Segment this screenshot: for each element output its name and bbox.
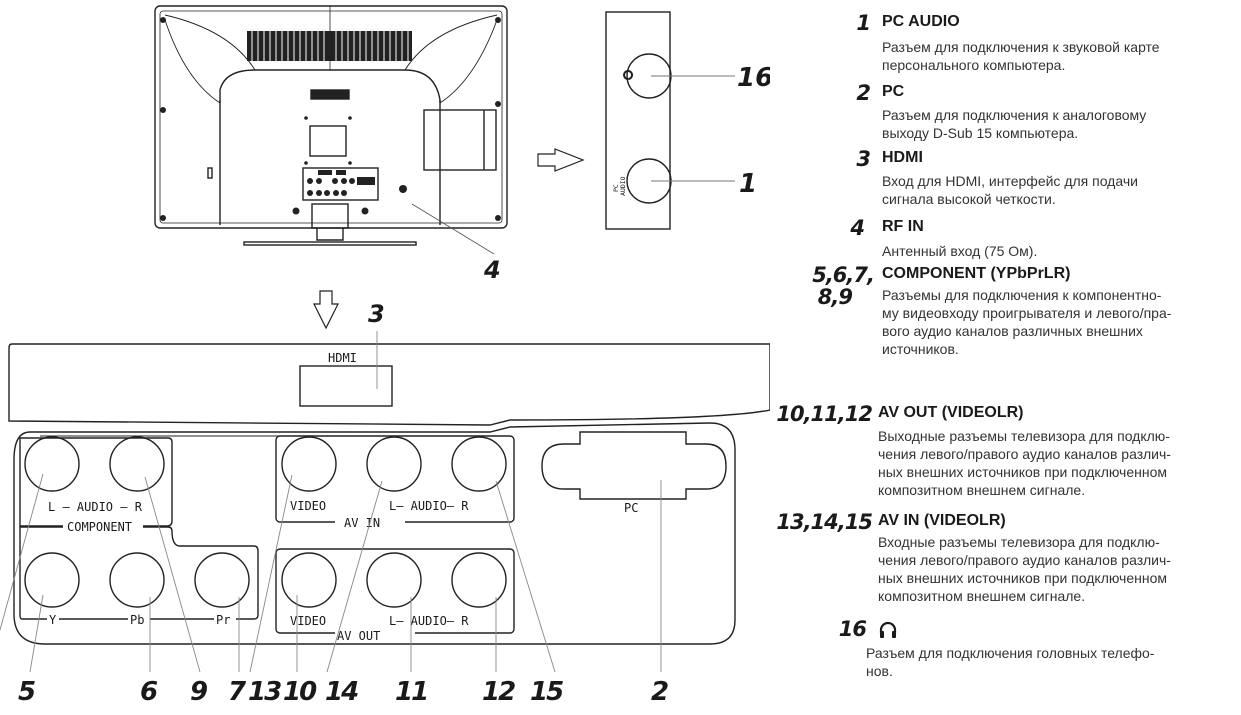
av-out-label: AV OUT — [337, 629, 380, 643]
desc-line: Разъемы для подключения к компонентно- — [882, 287, 1162, 303]
legend-description: Разъем для подключения головных телефо- … — [866, 644, 1226, 680]
legend-number: 3 — [856, 147, 871, 171]
desc-line: композитном внешнем сигнале. — [878, 588, 1086, 604]
callout-5: 5 — [18, 677, 36, 707]
component-label: COMPONENT — [67, 520, 132, 534]
leader-lines — [0, 473, 662, 673]
av-out-audio-label: L— AUDIO— R — [389, 614, 469, 628]
legend-description: Разъем для подключения к аналоговому вых… — [882, 106, 1232, 142]
desc-line: чения левого/правого аудио каналов разли… — [878, 446, 1171, 462]
hdmi-label: HDMI — [328, 351, 357, 365]
callout-13: 13 — [248, 677, 281, 707]
callout-6: 6 — [140, 677, 158, 707]
desc-line: Разъем для подключения к аналоговому — [882, 107, 1147, 123]
legend-title: RF IN — [882, 218, 924, 235]
callout-15: 15 — [530, 677, 563, 707]
callout-9: 9 — [190, 677, 208, 707]
legend-number: 1 — [856, 11, 871, 35]
legend-number-cont: 8,9 — [817, 285, 853, 309]
connector-panel — [13, 422, 736, 645]
legend-description: Разъем для подключения к звуковой карте … — [882, 38, 1232, 74]
pc-audio-label-2: AUDIO — [619, 176, 627, 196]
callout-11: 11 — [395, 677, 427, 707]
component-y-label: Y — [49, 613, 57, 627]
legend-number: 10,11,12 — [776, 402, 873, 426]
desc-line: нов. — [866, 663, 893, 679]
legend-number: 4 — [850, 216, 865, 240]
callout-pc-audio: 1 — [739, 169, 757, 199]
legend-title: PC AUDIO — [882, 13, 960, 30]
callout-12: 12 — [482, 677, 515, 707]
arrow-down-icon — [313, 290, 339, 330]
pc-vga-port — [541, 431, 727, 500]
headphones-icon — [879, 621, 897, 638]
callout-2: 2 — [651, 677, 669, 707]
callout-14: 14 — [325, 677, 358, 707]
legend-title: COMPONENT (YPbPrLR) — [882, 265, 1071, 282]
pc-label: PC — [624, 501, 638, 515]
av-in-video-label: VIDEO — [290, 499, 326, 513]
legend-title: HDMI — [882, 149, 923, 166]
av-out-video-label: VIDEO — [290, 614, 326, 628]
legend-description: Вход для HDMI, интерфейс для подачи сигн… — [882, 172, 1232, 208]
hdmi-strip — [8, 343, 770, 426]
desc-line: персонального компьютера. — [882, 57, 1066, 73]
legend-number: 5,6,7, — [812, 263, 875, 287]
desc-line: сигнала высокой четкости. — [882, 191, 1056, 207]
callout-headphones: 16 — [737, 63, 770, 93]
desc-line: чения левого/правого аудио каналов разли… — [878, 552, 1171, 568]
arrow-right-icon — [537, 148, 585, 172]
desc-line: Разъем для подключения головных телефо- — [866, 645, 1155, 661]
desc-line: источников. — [882, 341, 959, 357]
bottom-callouts: 5 6 9 7 13 10 14 11 12 15 2 — [18, 677, 669, 707]
desc-line: Антенный вход (75 Ом). — [882, 243, 1038, 259]
callout-hdmi: 3 — [368, 300, 385, 328]
desc-line: выходу D-Sub 15 компьютера. — [882, 125, 1079, 141]
legend-description: Входные разъемы телевизора для подклю- ч… — [878, 533, 1228, 605]
legend-title: AV IN (VIDEOLR) — [878, 512, 1006, 529]
legend-description: Разъемы для подключения к компонентно- м… — [882, 286, 1232, 358]
legend-title: PC — [882, 83, 905, 100]
tv-rear-view — [154, 5, 508, 255]
desc-line: му видеовходу проигрывателя и левого/пра… — [882, 305, 1172, 321]
component-pr-label: Pr — [216, 613, 230, 627]
side-jack-panel — [605, 11, 735, 230]
desc-line: композитном внешнем сигнале. — [878, 482, 1086, 498]
desc-line: ных внешних источников при подключенном — [878, 464, 1168, 480]
callout-7: 7 — [228, 677, 247, 707]
legend-number: 16 — [838, 617, 867, 641]
callout-rf-in: 4 — [483, 256, 501, 284]
pc-audio-label: PC — [612, 184, 620, 192]
connection-diagram: 4 PC AUDIO 16 1 — [0, 5, 770, 707]
desc-line: Выходные разъемы телевизора для подклю- — [878, 428, 1170, 444]
legend-number: 2 — [856, 81, 871, 105]
component-audio-label: L — AUDIO — R — [48, 500, 143, 514]
legend-title: AV OUT (VIDEOLR) — [878, 404, 1024, 421]
desc-line: вого аудио каналов различных внешних — [882, 323, 1143, 339]
av-in-label: AV IN — [344, 516, 380, 530]
desc-line: Разъем для подключения к звуковой карте — [882, 39, 1160, 55]
desc-line: ных внешних источников при подключенном — [878, 570, 1168, 586]
desc-line: Входные разъемы телевизора для подклю- — [878, 534, 1160, 550]
legend-description: Выходные разъемы телевизора для подклю- … — [878, 427, 1228, 499]
av-in-audio-label: L— AUDIO— R — [389, 499, 469, 513]
legend-number: 13,14,15 — [776, 510, 873, 534]
callout-10: 10 — [283, 677, 317, 707]
desc-line: Вход для HDMI, интерфейс для подачи — [882, 173, 1138, 189]
legend-description: Антенный вход (75 Ом). — [882, 242, 1232, 260]
component-pb-label: Pb — [130, 613, 144, 627]
headphone-symbol-icon — [623, 70, 634, 80]
vent-grille — [247, 31, 412, 61]
hdmi-port — [299, 365, 393, 407]
